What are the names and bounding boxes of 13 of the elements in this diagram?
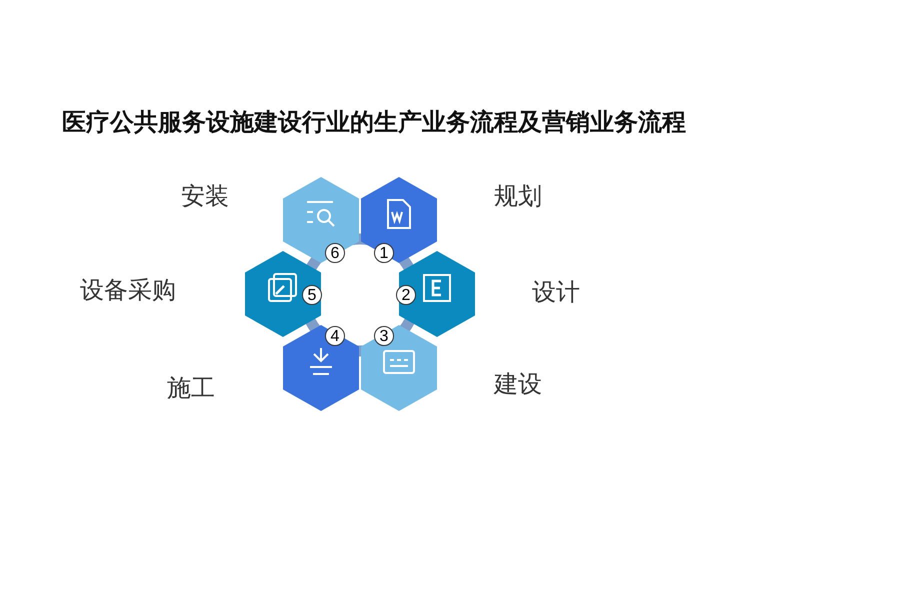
hexagon-tile [283,325,359,411]
step-label: 设备采购 [80,275,176,306]
step-label: 施工 [167,373,215,404]
step-label: 建设 [494,369,542,400]
title: 医疗公共服务设施建设行业的生产业务流程及营销业务流程 [62,106,686,138]
step-label: 设计 [532,277,580,308]
step-label: 规划 [494,181,542,212]
step-label: 安装 [181,181,229,212]
hexagon-tile [399,251,475,337]
hexagon-tile [361,325,437,411]
hexagon-tile [283,177,359,263]
hexagon-tile [245,251,321,337]
hexagon-tile [361,177,437,263]
